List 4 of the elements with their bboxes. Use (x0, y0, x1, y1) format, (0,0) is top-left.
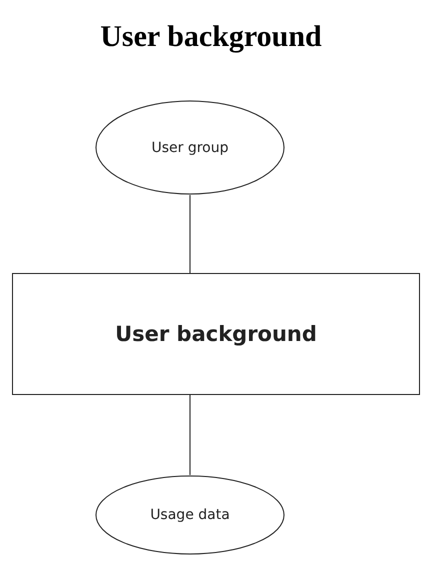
diagram-title: User background (99, 20, 323, 54)
node-label: User group (151, 140, 229, 156)
node-label: Usage data (150, 507, 230, 523)
node-label: User background (115, 322, 317, 346)
